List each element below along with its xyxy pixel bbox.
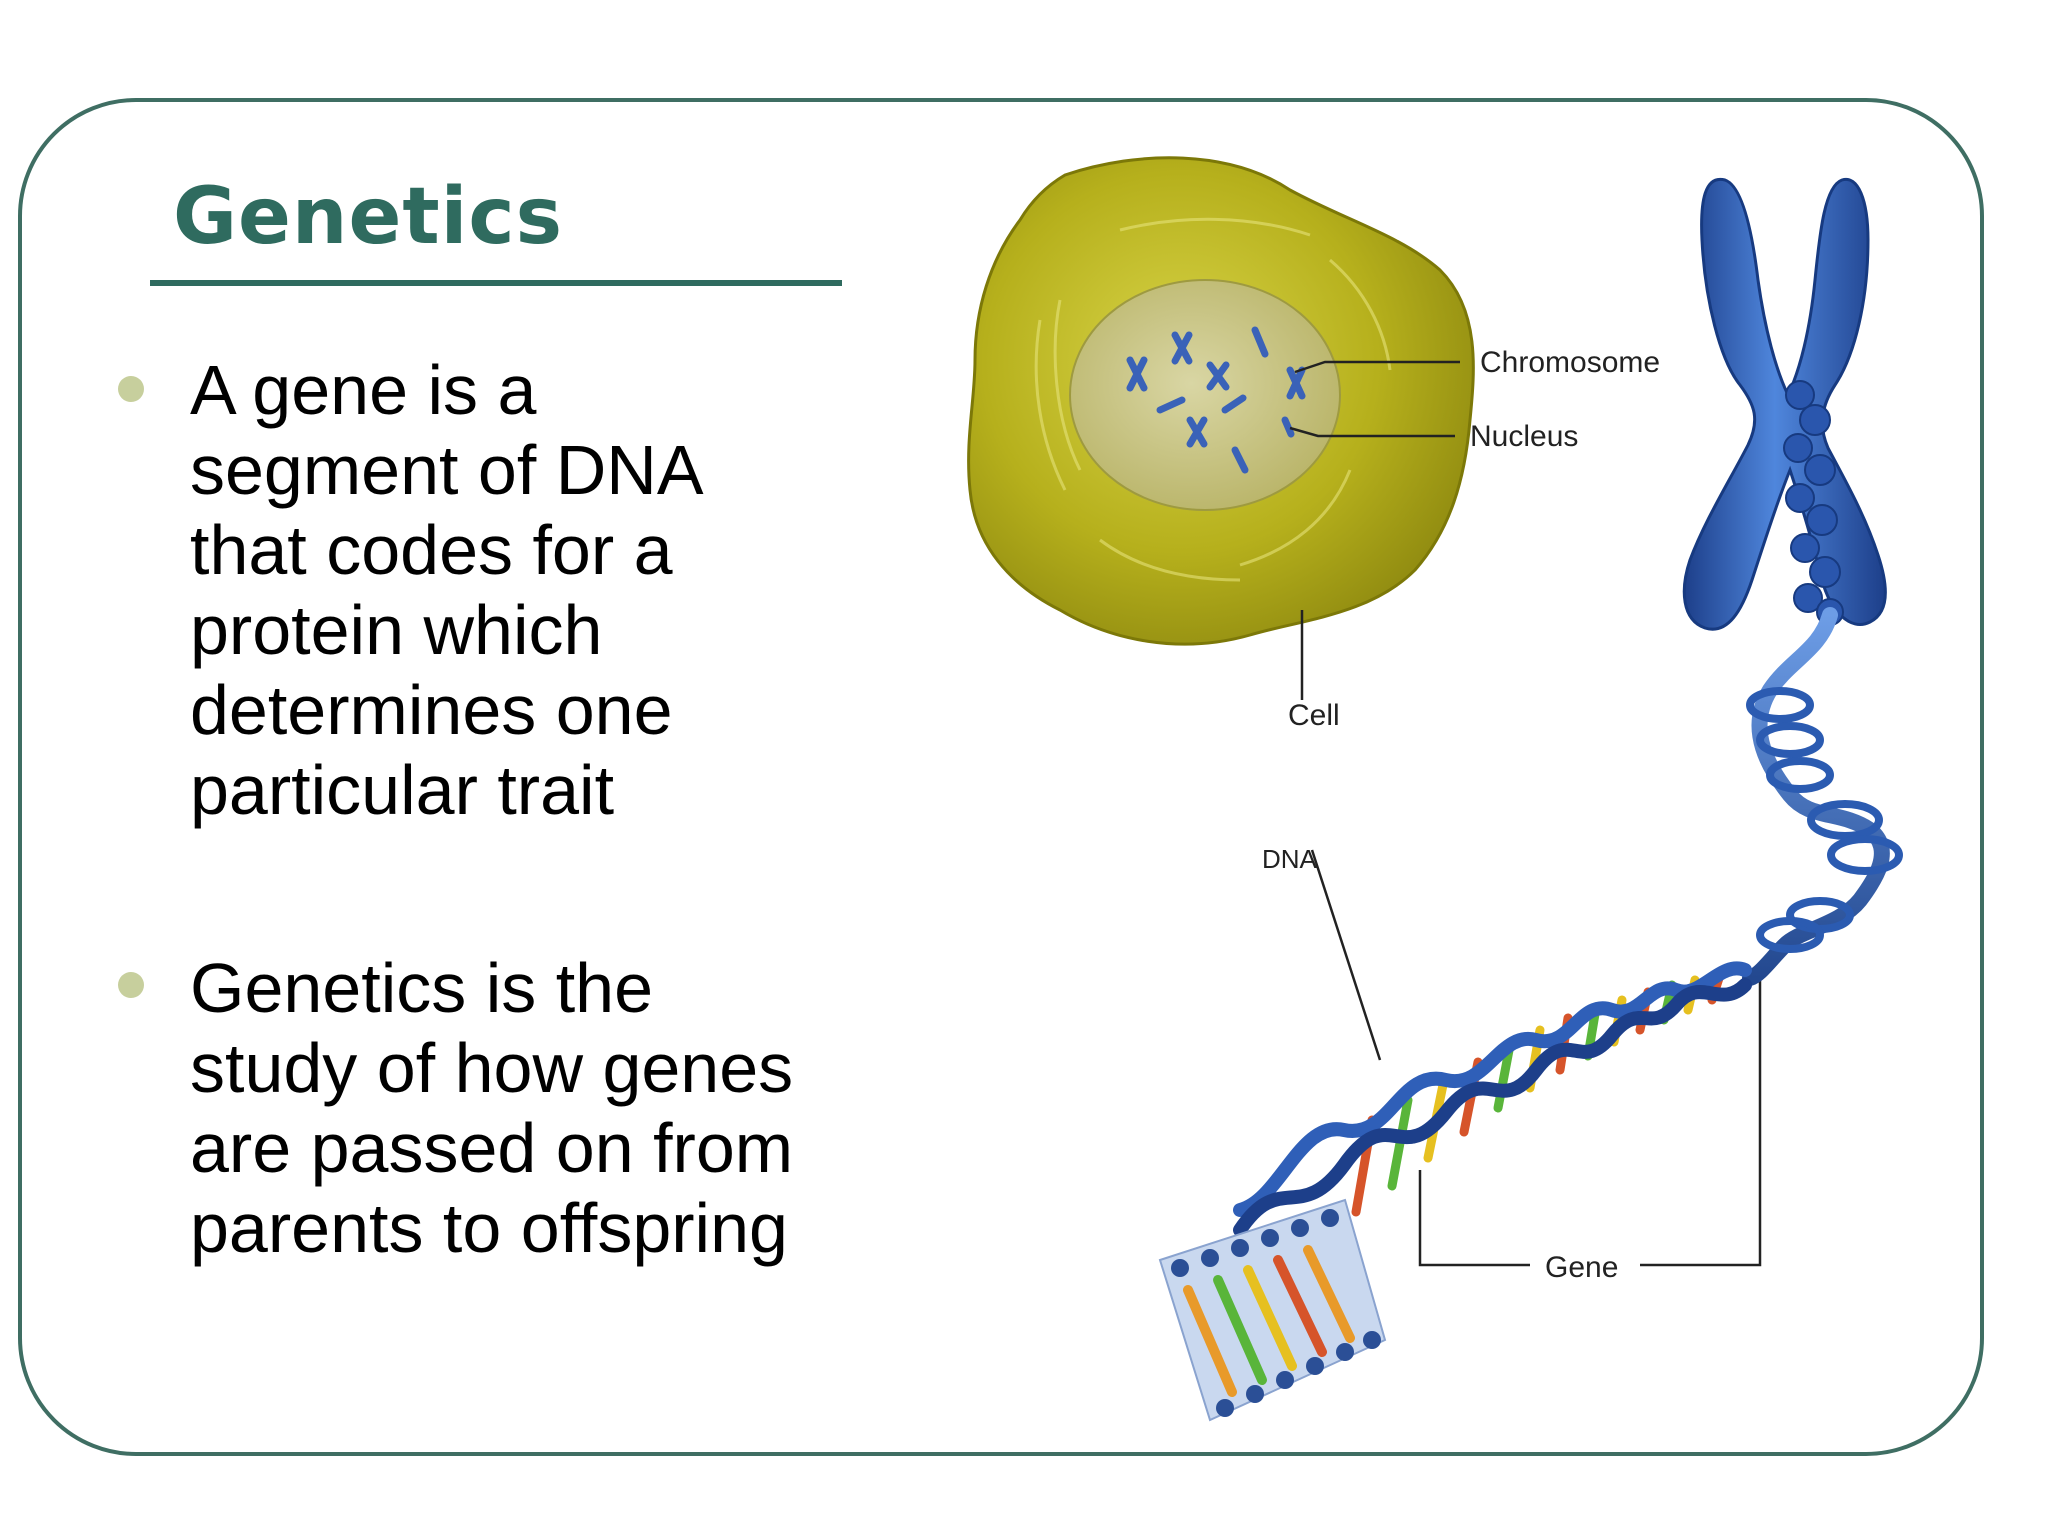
bullet-line: segment of DNA xyxy=(190,431,704,509)
label-leader-lines xyxy=(1289,360,1762,1267)
bullet-line: particular trait xyxy=(190,751,615,829)
slide-title: Genetics xyxy=(173,172,564,262)
dna-label: DNA xyxy=(1262,844,1318,874)
bullet-line: that codes for a xyxy=(190,511,673,589)
bullet-line: determines one xyxy=(190,671,673,749)
bullet-dot-icon xyxy=(118,972,144,998)
gene-label: Gene xyxy=(1545,1251,1618,1284)
chromosome-icon xyxy=(1682,177,1887,631)
bullet-line: A gene is a xyxy=(190,351,537,429)
bullet-line: parents to offspring xyxy=(190,1189,788,1267)
chromatin-coil-icon xyxy=(1742,607,1903,986)
dna-helix-icon xyxy=(1233,961,1752,1237)
nucleus-label: Nucleus xyxy=(1470,420,1578,453)
slide-frame xyxy=(18,98,1984,1456)
title-underline xyxy=(150,280,842,286)
chromosome-label: Chromosome xyxy=(1480,346,1660,379)
bullet-line: study of how genes xyxy=(190,1029,794,1107)
bullet-line: Genetics is the xyxy=(190,949,653,1027)
bullet-line: protein which xyxy=(190,591,603,669)
cell-label: Cell xyxy=(1288,699,1340,732)
bullet-genetics-definition: Genetics is the study of how genes are p… xyxy=(190,948,910,1268)
dna-ladder-icon xyxy=(1158,1198,1387,1422)
bullet-line: are passed on from xyxy=(190,1109,794,1187)
bullet-dot-icon xyxy=(118,376,144,402)
nucleus-icon xyxy=(1069,279,1341,511)
bullet-gene-definition: A gene is a segment of DNA that codes fo… xyxy=(190,350,910,830)
